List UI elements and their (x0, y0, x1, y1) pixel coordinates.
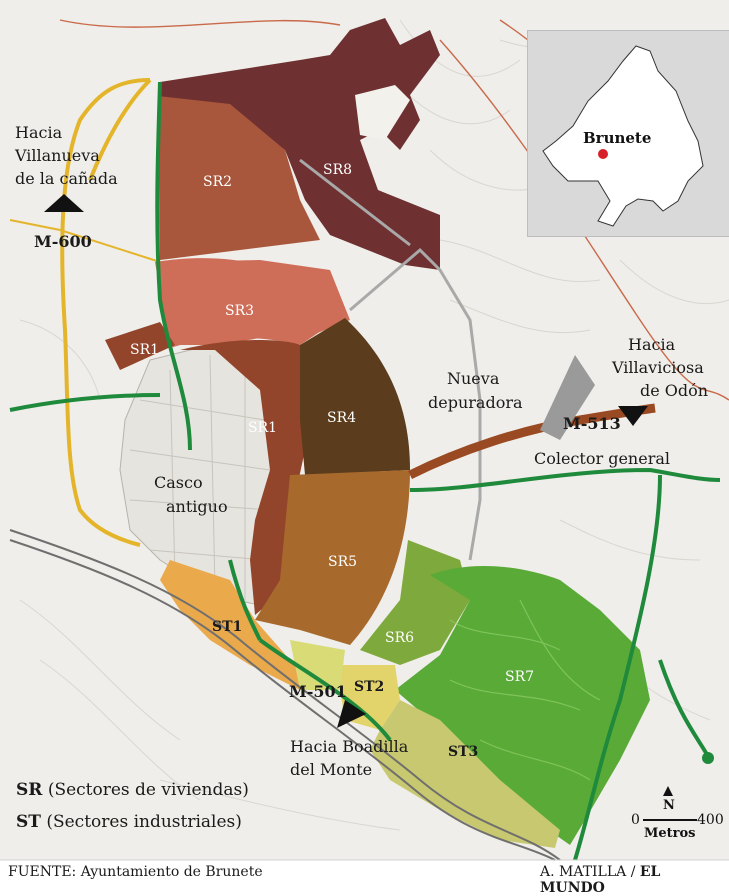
label-boadilla-2: del Monte (290, 760, 372, 779)
casco-street-grid (129, 354, 271, 600)
road-m600-line (60, 78, 152, 547)
legend-st-code: ST (16, 812, 41, 832)
sector-sr3-arc (155, 258, 345, 348)
highways (9, 529, 561, 861)
footer-source: FUENTE: Ayuntamiento de Brunete (8, 864, 263, 880)
label-villanueva-3: de la cañada (15, 169, 118, 188)
label-villaviciosa-2: Villaviciosa (611, 358, 704, 377)
sector-sr5 (255, 470, 410, 645)
sector-sr1-small (105, 322, 175, 370)
label-sr7: SR7 (505, 669, 534, 685)
label-colector: Colector general (534, 449, 670, 468)
label-st1: ST1 (212, 619, 242, 635)
label-sr1-small: SR1 (130, 342, 159, 358)
label-villaviciosa-3: de Odón (640, 381, 708, 400)
sector-st2-left (290, 640, 345, 690)
inset-place-label: Brunete (583, 129, 651, 147)
sr8-white-gap (355, 85, 410, 140)
local-roads (299, 158, 482, 561)
region-outline (542, 45, 704, 227)
label-sr5: SR5 (328, 554, 357, 570)
scale-zero: 0 (631, 812, 640, 828)
label-villaviciosa-1: Hacia (628, 335, 676, 354)
footer-credit: A. MATILLA / EL MUNDO (540, 864, 729, 896)
label-st3: ST3 (448, 744, 478, 760)
arrow-villaviciosa-icon (618, 406, 648, 426)
legend-st-desc: (Sectores industriales) (46, 812, 242, 832)
sector-st3 (370, 700, 560, 848)
arrow-boadilla-icon (337, 700, 366, 728)
north-arrow-icon (663, 786, 673, 796)
locator-inset: Brunete (527, 30, 729, 237)
sr7-texture (449, 599, 601, 781)
label-sr8: SR8 (323, 162, 352, 178)
label-sr3: SR3 (225, 303, 254, 319)
road-end-dot (702, 752, 714, 764)
label-sr6: SR6 (385, 630, 414, 646)
sector-sr7 (395, 565, 650, 845)
legend-sr-desc: (Sectores de viviendas) (47, 780, 249, 800)
label-boadilla-1: Hacia Boadilla (290, 737, 409, 756)
madrid-region-shape: Brunete (542, 45, 704, 227)
label-road-m513: M-513 (563, 414, 621, 433)
label-casco-2: antiguo (166, 497, 228, 516)
scale-max: 400 (697, 812, 724, 828)
sector-sr4 (300, 318, 410, 475)
legend-sr: SR (Sectores de viviendas) (16, 780, 249, 800)
label-road-m501: M-501 (289, 682, 347, 701)
depuradora-wedge (540, 355, 595, 440)
label-st2: ST2 (354, 679, 384, 695)
label-road-m600: M-600 (34, 232, 92, 251)
scale-north: N (663, 798, 675, 813)
label-sr2: SR2 (203, 174, 232, 190)
scale-unit: Metros (644, 826, 696, 841)
label-sr4: SR4 (327, 410, 356, 426)
legend-st: ST (Sectores industriales) (16, 812, 242, 832)
legend-sr-code: SR (16, 780, 43, 800)
label-depuradora-2: depuradora (428, 393, 523, 412)
scale-graphic: N 0 400 (631, 786, 724, 828)
label-villanueva-2: Villanueva (14, 146, 100, 165)
scale-bar: N 0 400 (631, 782, 729, 828)
label-casco-1: Casco (154, 473, 203, 492)
footer-credit-author: A. MATILLA / (540, 864, 640, 880)
sector-sr1-main (180, 340, 305, 520)
road-yellow-thin (9, 219, 161, 263)
label-depuradora-1: Nueva (447, 369, 500, 388)
arrow-villanueva-icon (44, 194, 84, 212)
label-villanueva-1: Hacia (15, 123, 63, 142)
sector-sr2 (158, 96, 320, 260)
label-sr1-main: SR1 (248, 420, 277, 436)
brunete-marker-icon (598, 149, 608, 159)
sector-sr8 (160, 18, 440, 270)
